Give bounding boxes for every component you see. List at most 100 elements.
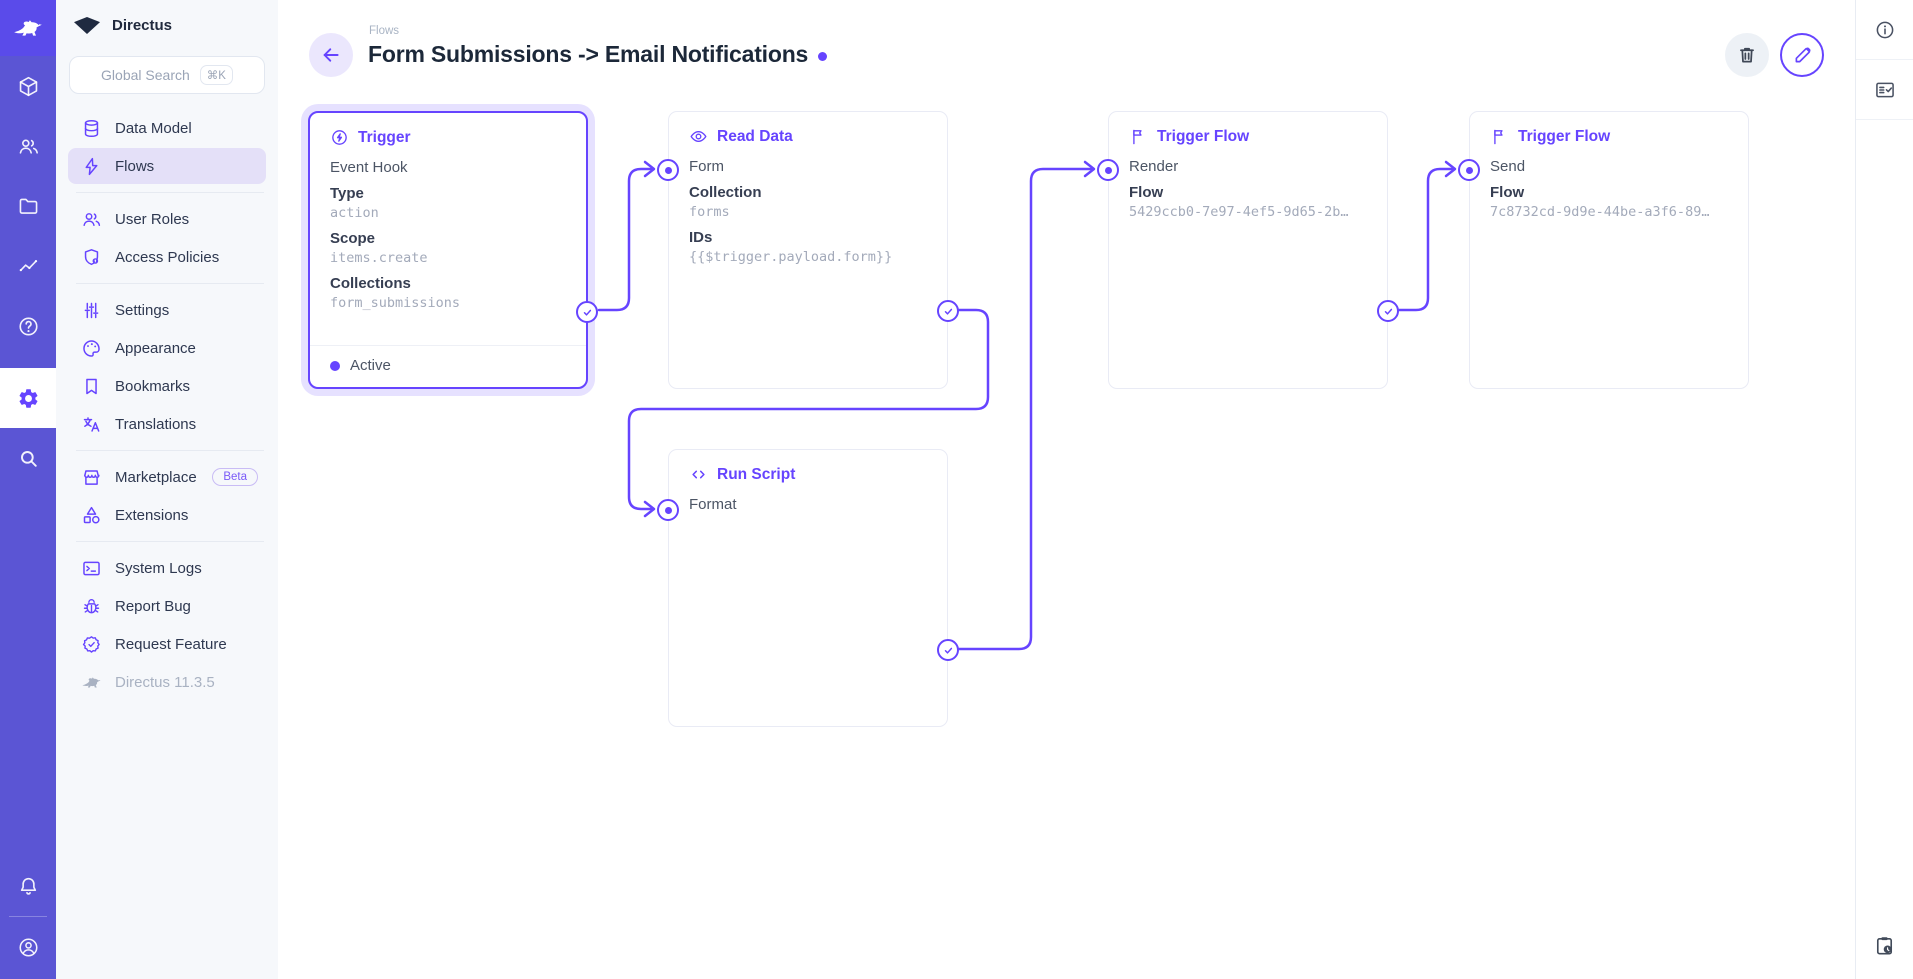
module-help[interactable] (0, 296, 56, 356)
module-search[interactable] (0, 428, 56, 488)
panel-trigger[interactable]: Trigger Event Hook Type action Scope ite… (308, 111, 598, 389)
sidebar-item-report-bug[interactable]: Report Bug (68, 588, 266, 624)
sidebar-section-information[interactable] (1856, 0, 1913, 60)
connector-input[interactable] (657, 499, 679, 521)
breadcrumb[interactable]: Flows (369, 25, 400, 37)
project-info[interactable]: Directus (56, 0, 278, 44)
arrow-left-icon (323, 48, 339, 62)
module-insights[interactable] (0, 236, 56, 296)
panel-trigger-flow-send[interactable]: Trigger Flow Send Flow 7c8732cd-9d9e-44b… (1458, 111, 1749, 389)
fact-check-icon (1875, 82, 1894, 97)
help-icon (18, 316, 38, 336)
sidebar-item-label: Translations (115, 415, 197, 433)
panel-field: Flow 5429ccb0-7e97-4ef5-9d65-2b… (1129, 184, 1367, 220)
delete-flow-button[interactable] (1725, 33, 1769, 77)
module-settings[interactable] (0, 368, 56, 428)
sidebar-item-settings[interactable]: Settings (68, 292, 266, 328)
field-value: items.create (330, 250, 428, 266)
operation-name: Form (689, 158, 724, 175)
pencil-icon (1795, 47, 1810, 62)
panel-trigger-flow-render[interactable]: Trigger Flow Render Flow 5429ccb0-7e97-4… (1097, 111, 1399, 389)
sidebar-item-access-policies[interactable]: Access Policies (68, 239, 266, 275)
directus-rabbit-icon (14, 20, 42, 36)
global-search-input[interactable]: Global Search ⌘K (69, 56, 265, 94)
sidebar-item-user-roles[interactable]: User Roles (68, 201, 266, 237)
translate-icon (83, 416, 100, 432)
operation-name: Render (1129, 158, 1179, 175)
account-button[interactable] (0, 923, 56, 971)
sidebar-item-system-logs[interactable]: System Logs (68, 550, 266, 586)
tune-icon (84, 302, 99, 318)
sidebar-item-label: Report Bug (115, 597, 191, 615)
field-label: IDs (689, 229, 713, 246)
panel-read-data[interactable]: Read Data Form Collection forms IDs {{$t… (657, 111, 959, 389)
sidebar-item-extensions[interactable]: Extensions (68, 497, 266, 533)
bolt-icon (85, 157, 98, 175)
panel-field: Collection forms (689, 184, 927, 220)
folder-icon (19, 198, 37, 214)
user-circle-icon (18, 937, 38, 957)
panel-title: Run Script (717, 465, 796, 483)
connector-input[interactable] (1097, 159, 1119, 181)
beta-badge: Beta (212, 468, 258, 486)
page-title: Form Submissions -> Email Notifications (368, 41, 809, 67)
field-value: 7c8732cd-9d9e-44be-a3f6-89… (1490, 204, 1710, 220)
sidebar-divider (76, 450, 264, 451)
sidebar-item-request-feature[interactable]: Request Feature (68, 626, 266, 662)
palette-icon (83, 339, 100, 357)
search-shortcut-badge: ⌘K (199, 65, 233, 85)
panel-title: Trigger Flow (1518, 127, 1611, 145)
flag-icon (1133, 129, 1142, 145)
check-icon (1384, 308, 1392, 315)
sidebar-item-flows[interactable]: Flows (68, 148, 266, 184)
sidebar-item-label: Flows (115, 157, 155, 175)
connector-output[interactable] (937, 639, 959, 661)
sidebar-item-label: Extensions (115, 506, 189, 524)
connector-output[interactable] (1377, 300, 1399, 322)
field-value: action (330, 205, 379, 221)
connector-input[interactable] (657, 159, 679, 181)
panel-field: IDs {{$trigger.payload.form}} (689, 229, 927, 265)
sidebar-section-logs[interactable] (1856, 60, 1913, 120)
back-button[interactable] (309, 33, 353, 77)
sidebar-item-bookmarks[interactable]: Bookmarks (68, 368, 266, 404)
connector-output[interactable] (937, 300, 959, 322)
module-users[interactable] (0, 116, 56, 176)
sidebar-item-label: Access Policies (115, 248, 220, 266)
notifications-button[interactable] (0, 862, 56, 910)
notices-button[interactable] (1856, 923, 1913, 967)
sidebar-item-label: Bookmarks (115, 377, 191, 395)
sidebar-item-label: Request Feature (115, 635, 227, 653)
edit-flow-button[interactable] (1780, 33, 1824, 77)
sidebar-item-label: Appearance (115, 339, 196, 357)
module-files[interactable] (0, 176, 56, 236)
sidebar-item-data-model[interactable]: Data Model (68, 110, 266, 146)
right-sidebar (1855, 0, 1913, 979)
sidebar-divider (76, 283, 264, 284)
bug-icon (83, 598, 100, 613)
sidebar-item-translations[interactable]: Translations (68, 406, 266, 442)
shield-lock-icon (84, 248, 99, 265)
rail-divider (9, 916, 47, 917)
sidebar-item-marketplace[interactable]: Marketplace Beta (68, 459, 266, 495)
check-icon (583, 309, 591, 316)
info-icon (1876, 21, 1893, 38)
sidebar-item-appearance[interactable]: Appearance (68, 330, 266, 366)
eye-icon (690, 130, 707, 143)
panel-subtitle: Event Hook (330, 159, 408, 176)
module-logo[interactable] (0, 0, 56, 56)
check-icon (944, 647, 952, 654)
sidebar-divider (76, 192, 264, 193)
field-label: Type (330, 185, 364, 202)
module-content[interactable] (0, 56, 56, 116)
users-icon (83, 212, 101, 226)
cube-icon (19, 76, 37, 96)
connector-output[interactable] (576, 301, 598, 323)
panel-run-script[interactable]: Run Script Format (657, 449, 959, 727)
panel-header: Trigger (330, 128, 566, 147)
sidebar-item-label: Settings (115, 301, 170, 319)
panel-header: Trigger Flow (1129, 127, 1367, 146)
module-bar-bottom (0, 862, 56, 971)
connector-input[interactable] (1458, 159, 1480, 181)
